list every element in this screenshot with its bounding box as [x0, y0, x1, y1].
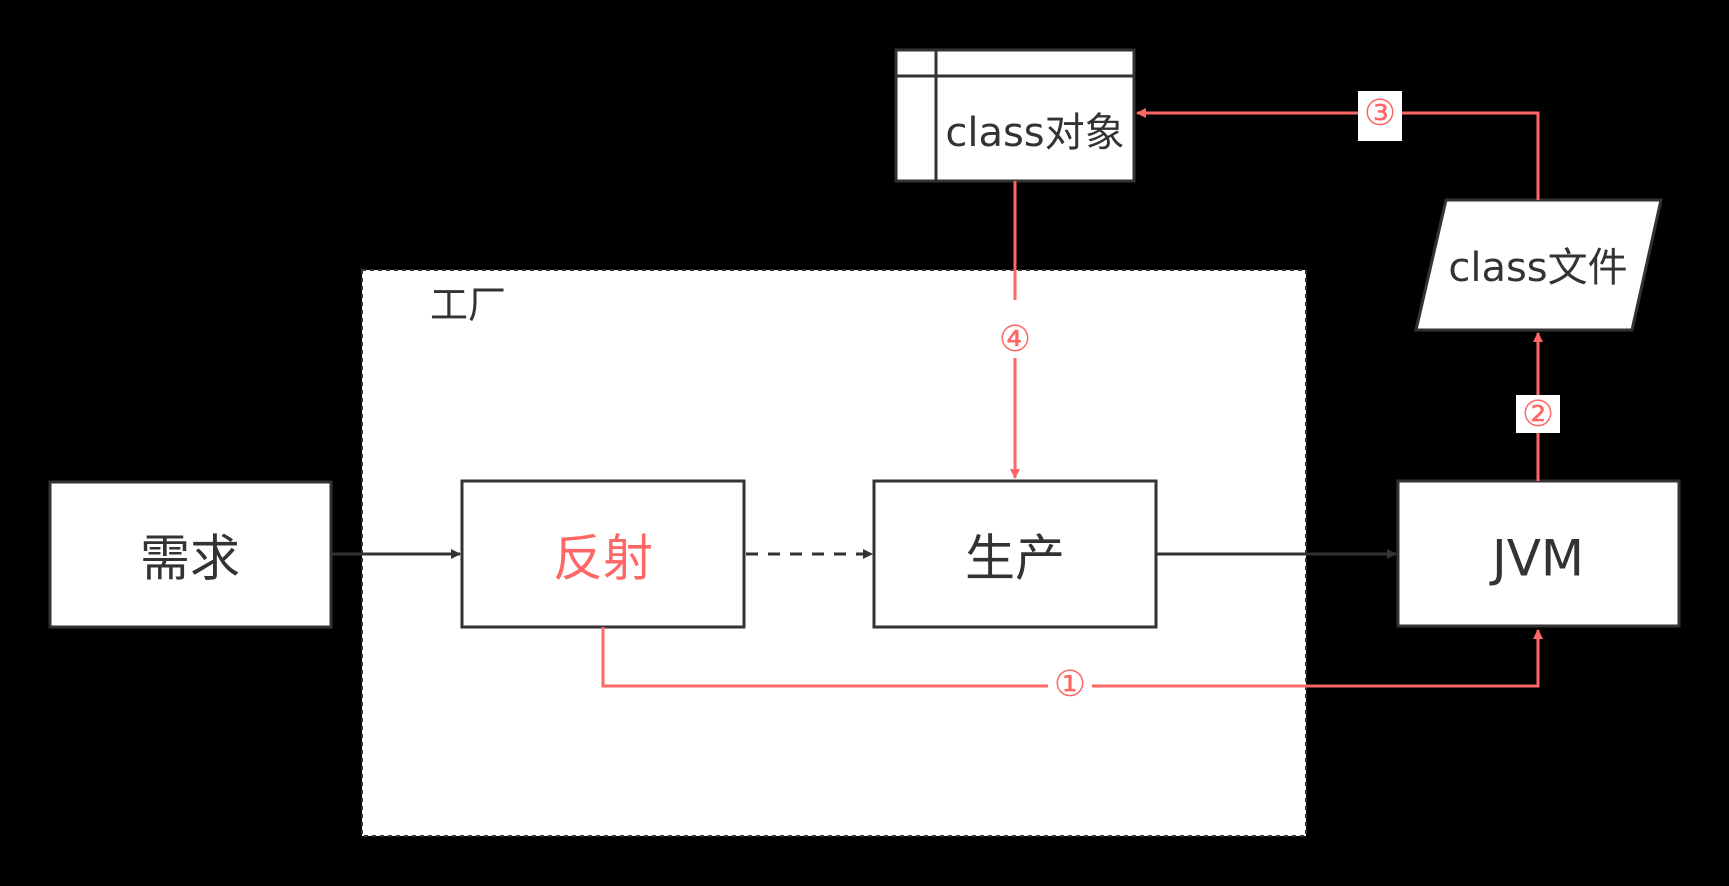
step3-arrow [1136, 108, 1540, 200]
step1-label: ① [1054, 664, 1086, 705]
class-file-node: class文件 [1414, 198, 1663, 332]
reflection-node: 反射 [460, 479, 746, 629]
reflection-label: 反射 [553, 530, 653, 588]
step4-label: ④ [999, 319, 1031, 360]
class-object-node: class对象 [894, 48, 1136, 183]
jvm-node: JVM [1396, 479, 1681, 628]
step4-badge: ④ [993, 318, 1037, 360]
step1-badge: ① [1048, 664, 1092, 705]
step2-badge: ② [1516, 394, 1560, 435]
factory-label: 工厂 [430, 283, 506, 327]
step3-label: ③ [1364, 93, 1396, 134]
jvm-label: JVM [1489, 530, 1584, 588]
step2-label: ② [1522, 394, 1554, 435]
produce-node: 生产 [872, 479, 1158, 629]
demand-node: 需求 [48, 480, 333, 629]
produce-label: 生产 [965, 530, 1065, 588]
step3-badge: ③ [1358, 91, 1402, 141]
class-object-label: class对象 [945, 110, 1124, 156]
class-file-label: class文件 [1448, 245, 1627, 291]
demand-label: 需求 [140, 530, 240, 588]
